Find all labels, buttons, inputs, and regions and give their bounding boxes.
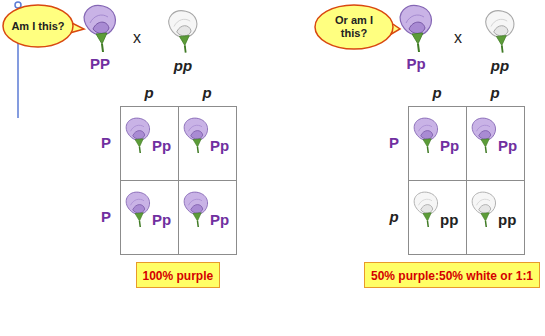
genotype: pp [498,211,516,228]
genotype: pp [440,211,458,228]
genotype: Pp [498,137,517,154]
bubble-text: Am I this? [11,20,64,33]
punnett-cell: Pp [178,180,237,255]
punnett-cell: Pp [178,106,237,181]
white-flower [472,192,495,227]
allele-label: pp [491,58,509,75]
genotype: Pp [210,211,229,228]
allele-label: pp [174,58,192,75]
bubble-text: Or am I this? [322,14,386,39]
allele-label: p [389,209,398,226]
purple-flower [414,118,437,153]
punnett-cell: Pp [408,106,467,181]
allele-label: p [144,85,153,102]
punnett-cell: pp [408,180,467,255]
purple-flower [400,5,431,52]
punnett-cell: Pp [120,180,179,255]
bubble-shape [315,5,393,49]
allele-label: p [490,85,499,102]
purple-flower [126,118,149,153]
white-flower [414,192,437,227]
genotype: Pp [210,137,229,154]
grid-ground [120,106,237,255]
genotype: Pp [152,137,171,154]
allele-label: P [101,209,111,226]
cross-sign: x [454,29,462,47]
white-flower [486,11,514,53]
purple-flower [472,118,495,153]
purple-flower [84,5,115,52]
purple-flower [184,192,207,227]
purple-flower [126,192,149,227]
ratio-text: 100% purple [143,269,214,283]
allele-label: P [389,135,399,152]
speech-bubble: Am I this? [2,4,74,48]
result-box: 100% purple [136,262,221,288]
punnett-cell: Pp [120,106,179,181]
genotype: Pp [440,137,459,154]
speech-bubble: Or am I this? [314,4,394,50]
white-flower [169,11,197,53]
grid-ground [408,106,525,255]
result-box: 50% purple:50% white or 1:1 [364,262,540,288]
cross-sign: x [133,29,141,47]
bubble-shape [3,5,73,47]
allele-label: p [432,85,441,102]
ratio-text: 50% purple:50% white or 1:1 [371,269,533,283]
allele-label: P [101,135,111,152]
allele-label: p [202,85,211,102]
purple-flower [184,118,207,153]
allele-label: PP [90,56,110,73]
punnett-cell: Pp [466,106,525,181]
punnett-cell: pp [466,180,525,255]
genotype: Pp [152,211,171,228]
allele-label: Pp [406,56,425,73]
